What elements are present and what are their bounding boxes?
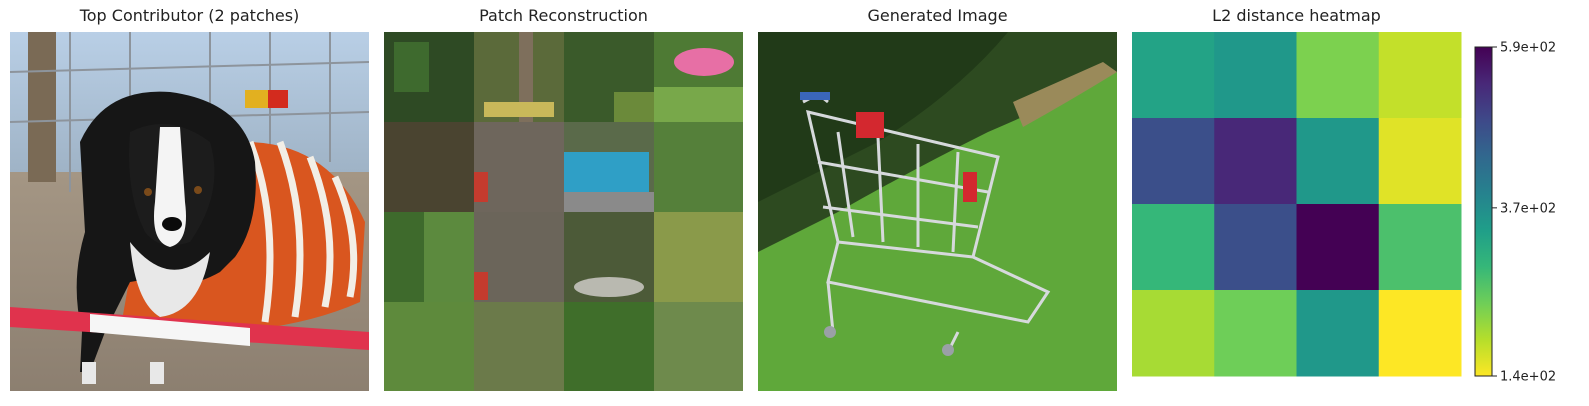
heatmap-cell-r0-c1 (1214, 32, 1297, 119)
dog-blaze (154, 127, 186, 247)
tree-trunk (28, 32, 56, 182)
dog-eye-right (194, 186, 202, 194)
dog-nose (162, 217, 182, 231)
tunnel-stripes (246, 140, 358, 323)
patch-row-3 (384, 212, 743, 302)
patch (654, 212, 743, 302)
generated-image (758, 32, 1117, 391)
heatmap-cell-r1-c3 (1378, 118, 1462, 205)
heatmap-cell-r2-c0 (1132, 204, 1215, 291)
heatmap-cell-r3-c0 (1132, 290, 1215, 377)
dog-chest (130, 242, 210, 317)
patch (384, 122, 474, 212)
heatmap-cell-r3-c3 (1378, 290, 1462, 377)
heatmap-cell-r1-c0 (1132, 118, 1215, 205)
patch (564, 302, 654, 391)
patch (384, 302, 474, 391)
heatmap-cell-r0-c3 (1378, 32, 1462, 119)
reconstruction-title: Patch Reconstruction (479, 6, 648, 25)
heatmap-cell-r2-c1 (1214, 204, 1297, 291)
dog-eye-left (144, 188, 152, 196)
patch-row-4 (384, 302, 743, 391)
colorbar-tick-label: 1.4e+02 (1500, 370, 1556, 385)
heatmap (1132, 32, 1462, 377)
dog-paw (82, 362, 96, 384)
heatmap-cell-r1-c2 (1296, 118, 1380, 205)
colorbar-gradient (1474, 46, 1493, 377)
patch (474, 122, 564, 212)
heatmap-title: L2 distance heatmap (1212, 6, 1381, 25)
heatmap-cell-r3-c1 (1214, 290, 1297, 377)
contributor-image (10, 32, 369, 391)
heatmap-cell-r0-c2 (1296, 32, 1380, 119)
heatmap-cell-r2-c2 (1296, 204, 1380, 291)
heatmap-cell-r1-c1 (1214, 118, 1297, 205)
patch (654, 122, 743, 212)
jump-bar-white (90, 314, 250, 346)
heatmap-cell-r2-c3 (1378, 204, 1462, 291)
colorbar-tick-label: 5.9e+02 (1500, 41, 1556, 56)
generated-title: Generated Image (867, 6, 1008, 25)
patch-row-1 (384, 32, 743, 122)
heatmap-cell-r0-c0 (1132, 32, 1215, 119)
cart-wheel (824, 326, 836, 338)
cart-handle (800, 92, 830, 100)
cart-red-item (856, 112, 884, 138)
colorbar: 5.9e+02 3.7e+02 1.4e+02 (1474, 41, 1556, 385)
reconstruction-image (384, 32, 743, 391)
patch (474, 302, 564, 391)
shopping-cart (802, 92, 1051, 353)
patch (654, 302, 743, 391)
patch-row-2 (384, 122, 743, 212)
contributor-title: Top Contributor (2 patches) (79, 6, 300, 25)
dirt-path (1013, 62, 1117, 127)
heatmap-cell-r3-c2 (1296, 290, 1380, 377)
colorbar-tick-label: 3.7e+02 (1500, 201, 1556, 216)
patch (474, 212, 564, 302)
